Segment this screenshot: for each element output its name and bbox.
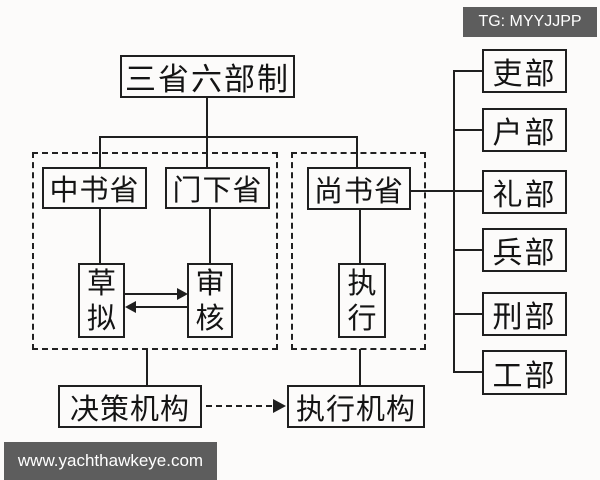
connector-ministries-spine: [453, 70, 455, 373]
connector-menxia-to-review: [209, 209, 211, 263]
dept-box-menxiasheng: 门下省: [165, 167, 270, 209]
connector-branch-war: [453, 249, 482, 251]
dept-box-zhongshusheng: 中书省: [42, 167, 147, 209]
title-label: 三省六部制: [125, 62, 290, 98]
function-box-draft: 草拟: [78, 263, 125, 338]
dept-box-shangshusheng: 尚书省: [307, 167, 411, 210]
function-label-execute: 执行: [347, 265, 377, 335]
ministry-label-personnel: 吏部: [492, 57, 557, 92]
function-box-execute: 执行: [338, 263, 386, 338]
ministry-box-justice: 刑部: [482, 292, 567, 336]
arrow-review-to-draft-head-icon: [125, 301, 136, 313]
arrow-draft-to-review-head-icon: [177, 288, 188, 300]
connector-decisiongroup-to-decisionbox: [146, 349, 148, 385]
decision-organ-label: 决策机构: [69, 391, 190, 426]
connector-bus-to-zhongshu: [99, 136, 101, 167]
connector-branch-personnel: [453, 70, 482, 72]
ministry-label-revenue: 户部: [492, 116, 557, 151]
title-box: 三省六部制: [120, 55, 295, 98]
decision-organ-box: 决策机构: [58, 385, 202, 428]
function-label-draft: 草拟: [87, 265, 117, 335]
connector-executiongroup-to-executionbox: [359, 349, 361, 385]
connector-shangshu-to-execute: [359, 210, 361, 263]
ministry-label-works: 工部: [492, 358, 557, 394]
tg-badge: TG: MYYJJPP: [463, 7, 597, 37]
decision-group-outline: [32, 152, 278, 350]
ministry-box-war: 兵部: [482, 228, 567, 272]
dept-label-menxiasheng: 门下省: [172, 173, 263, 207]
dept-label-shangshusheng: 尚书省: [313, 173, 404, 208]
arrow-decision-to-execution-head-icon: [273, 399, 286, 413]
watermark-label: www.yachthawkeye.com: [17, 451, 204, 470]
ministry-box-works: 工部: [482, 350, 567, 395]
arrow-decision-to-execution-shaft: [206, 405, 272, 407]
connector-shangshu-to-rites: [411, 190, 482, 192]
function-label-review: 审核: [195, 265, 225, 335]
function-box-review: 审核: [187, 263, 233, 338]
arrow-review-to-draft-shaft: [136, 306, 187, 308]
tg-badge-label: TG: MYYJJPP: [478, 13, 582, 30]
connector-branch-justice: [453, 313, 482, 315]
ministry-label-rites: 礼部: [492, 178, 557, 213]
connector-zhongshu-to-draft: [99, 209, 101, 263]
ministry-label-war: 兵部: [492, 236, 557, 271]
connector-bus-to-shangshu: [356, 136, 358, 167]
execution-organ-label: 执行机构: [295, 391, 416, 426]
connector-branch-works: [453, 371, 482, 373]
arrow-draft-to-review-shaft: [125, 293, 178, 295]
ministry-box-revenue: 户部: [482, 108, 567, 152]
ministry-label-justice: 刑部: [492, 300, 557, 335]
execution-organ-box: 执行机构: [287, 385, 425, 428]
ministry-box-personnel: 吏部: [482, 49, 567, 93]
ministry-box-rites: 礼部: [482, 170, 567, 214]
watermark-bar: www.yachthawkeye.com: [4, 442, 217, 480]
connector-bus: [99, 136, 358, 138]
connector-branch-revenue: [453, 129, 482, 131]
dept-label-zhongshusheng: 中书省: [49, 173, 140, 207]
execution-group-outline: [291, 152, 426, 350]
connector-title-to-menxia: [206, 98, 208, 167]
